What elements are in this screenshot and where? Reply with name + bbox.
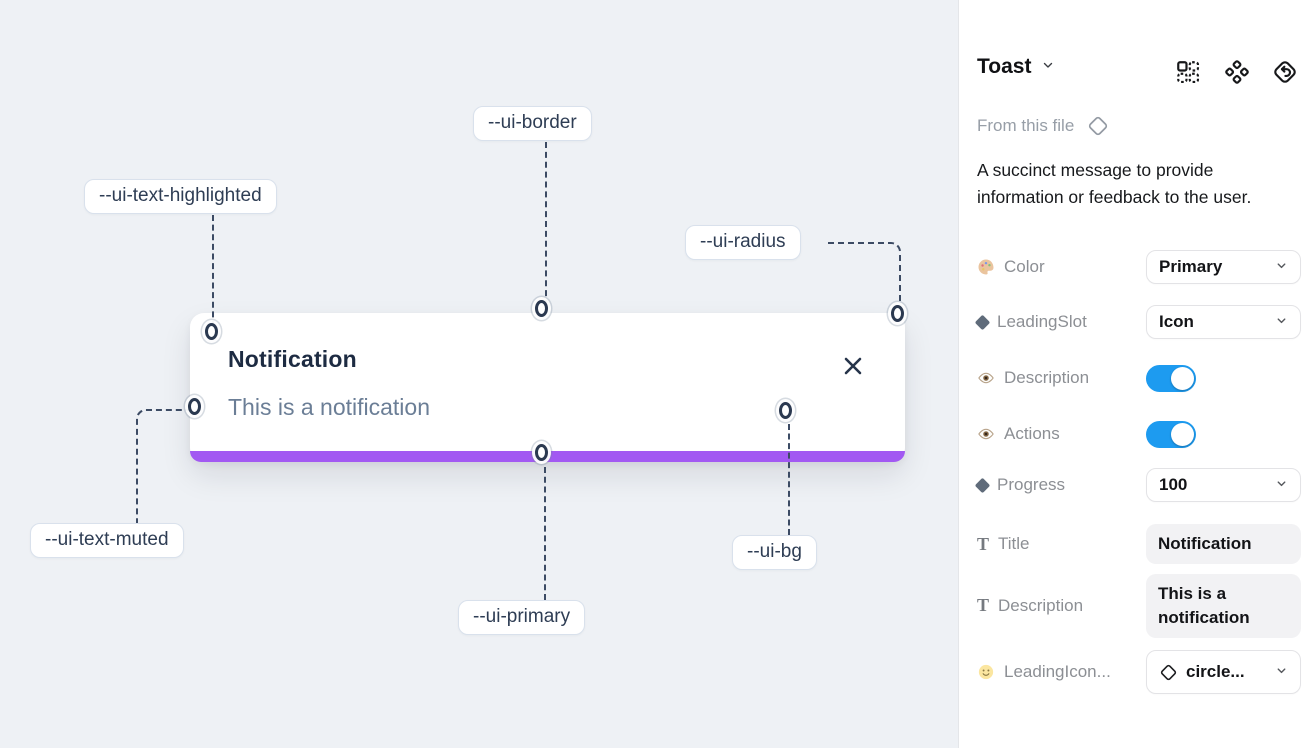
reset-component-button[interactable] — [1272, 59, 1298, 85]
prop-label-leading-icon: LeadingIcon... — [1004, 662, 1111, 681]
insert-button[interactable] — [1175, 59, 1201, 85]
design-canvas: --ui-border --ui-text-highlighted --ui-r… — [30, 106, 905, 635]
dashed-grid-icon — [1175, 61, 1201, 89]
component-description-line1: A succinct message to provide — [977, 160, 1214, 180]
chevron-down-icon — [1275, 257, 1288, 277]
prop-row-actions-toggle: Actions — [977, 419, 1301, 449]
diamond-outline-icon — [1159, 663, 1178, 682]
properties-panel: Toast — [958, 0, 1312, 748]
toggle-knob — [1171, 422, 1194, 446]
prop-label-description-toggle: Description — [1004, 368, 1090, 387]
prop-label-actions-toggle: Actions — [1004, 424, 1060, 443]
four-diamonds-icon — [1224, 60, 1250, 89]
connector-bg-line — [788, 424, 790, 535]
toast-close-button[interactable] — [841, 354, 865, 378]
progress-select-value: 100 — [1159, 475, 1188, 494]
connector-text-muted-line — [136, 409, 190, 523]
anchor-text-muted — [188, 398, 201, 415]
css-var-label-bg: --ui-bg — [732, 535, 817, 570]
color-select[interactable]: Primary — [1146, 250, 1301, 284]
connector-border-line — [545, 142, 547, 306]
eye-icon — [977, 369, 995, 387]
chevron-down-icon — [1275, 662, 1288, 682]
css-var-label-text-muted: --ui-text-muted — [30, 523, 184, 558]
toast-description: This is a notification — [228, 394, 430, 420]
prop-row-description-toggle: Description — [977, 363, 1301, 393]
anchor-radius — [891, 305, 904, 322]
component-name: Toast — [977, 55, 1032, 78]
leading-icon-select[interactable]: circle... — [1146, 650, 1301, 694]
close-icon — [841, 357, 865, 382]
text-icon: T — [977, 595, 990, 615]
description-input[interactable]: This is a notification — [1146, 573, 1301, 638]
prop-label-leading-slot: LeadingSlot — [997, 312, 1087, 331]
connector-radius-line — [828, 242, 901, 308]
leading-icon-select-value: circle... — [1186, 662, 1245, 681]
toggle-knob — [1171, 366, 1194, 390]
connector-primary-line — [544, 467, 546, 600]
prop-label-color: Color — [1004, 257, 1045, 276]
chevron-down-icon — [1041, 58, 1055, 77]
text-icon: T — [977, 533, 990, 554]
eye-icon — [977, 425, 995, 443]
prop-label-description-field: Description — [998, 595, 1084, 615]
actions-toggle[interactable] — [1146, 420, 1196, 448]
diamond-undo-icon — [1272, 61, 1298, 89]
prop-label-progress: Progress — [997, 475, 1066, 494]
chevron-down-icon — [1275, 475, 1288, 495]
css-var-label-primary: --ui-primary — [458, 600, 586, 635]
anchor-text-highlighted — [205, 323, 218, 340]
connector-text-highlighted-line — [212, 215, 214, 327]
prop-row-title: T Title Notification — [977, 524, 1301, 564]
component-description: A succinct message to provide informatio… — [977, 157, 1309, 211]
diamond-outline-icon — [1086, 114, 1110, 138]
css-var-label-text-highlighted: --ui-text-highlighted — [84, 179, 277, 214]
component-description-line2: information or feedback to the user. — [977, 187, 1252, 207]
prop-label-title: Title — [998, 534, 1030, 553]
color-select-value: Primary — [1159, 257, 1223, 276]
leading-slot-select[interactable]: Icon — [1146, 305, 1301, 339]
prop-row-description-field: T Description This is a notification — [977, 573, 1301, 638]
component-switcher[interactable]: Toast — [977, 55, 1055, 79]
title-input[interactable]: Notification — [1146, 524, 1301, 564]
chevron-down-icon — [1275, 312, 1288, 332]
css-var-label-radius: --ui-radius — [685, 225, 801, 260]
anchor-bg — [779, 402, 792, 419]
prop-row-leading-slot: LeadingSlot Icon — [974, 305, 1301, 339]
palette-icon — [977, 258, 995, 276]
progress-select[interactable]: 100 — [1146, 468, 1301, 502]
toast-preview: Notification This is a notification — [190, 313, 905, 462]
prop-row-progress: Progress 100 — [974, 468, 1301, 502]
smiley-icon — [977, 663, 995, 681]
prop-row-leading-icon: LeadingIcon... circle... — [977, 650, 1301, 694]
description-toggle[interactable] — [1146, 364, 1196, 392]
prop-row-color: Color Primary — [977, 250, 1301, 284]
toast-title: Notification — [228, 346, 357, 372]
css-var-label-border: --ui-border — [473, 106, 592, 141]
diamond-icon — [974, 477, 991, 493]
component-source: From this file — [977, 114, 1110, 138]
source-label: From this file — [977, 116, 1075, 135]
anchor-border — [535, 300, 548, 317]
leading-slot-select-value: Icon — [1159, 312, 1194, 331]
anchor-primary — [535, 444, 548, 461]
toast-progress-bar — [190, 451, 905, 462]
assets-button[interactable] — [1224, 59, 1250, 85]
diamond-icon — [974, 314, 991, 330]
